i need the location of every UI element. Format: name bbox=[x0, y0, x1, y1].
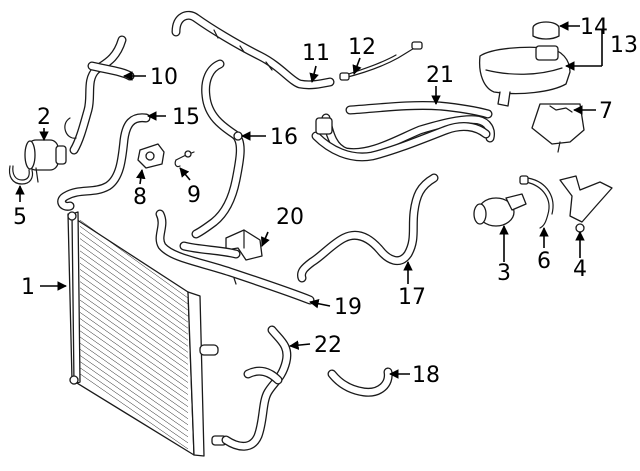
leader-lines bbox=[15, 21, 604, 379]
bypass-hose bbox=[155, 209, 315, 305]
callout-17: 17 bbox=[398, 285, 426, 310]
callout-10: 10 bbox=[150, 65, 178, 90]
temperature-sensor bbox=[174, 150, 195, 168]
callout-12: 12 bbox=[348, 35, 376, 60]
callout-20: 20 bbox=[276, 205, 304, 230]
callout-6: 6 bbox=[537, 249, 551, 274]
callout-7: 7 bbox=[599, 99, 613, 124]
heater-hose-upper bbox=[171, 10, 335, 90]
bracket-clip bbox=[8, 165, 34, 185]
lower-hose-assembly bbox=[297, 173, 439, 283]
heater-hose-middle bbox=[191, 59, 245, 239]
callout-21: 21 bbox=[426, 63, 454, 88]
radiator-inlet-hose bbox=[57, 113, 151, 211]
lower-radiator-hose bbox=[221, 325, 292, 451]
heat-shield bbox=[531, 103, 585, 153]
auxiliary-water-pump bbox=[473, 193, 527, 227]
callout-19: 19 bbox=[334, 295, 362, 320]
reservoir-cap bbox=[532, 21, 560, 40]
callout-2: 2 bbox=[37, 105, 51, 130]
callout-11: 11 bbox=[302, 41, 330, 66]
callout-4: 4 bbox=[573, 257, 587, 282]
callout-1: 1 bbox=[21, 275, 35, 300]
callout-labels: 1 2 3 4 5 6 7 8 9 10 11 12 13 14 15 16 1… bbox=[13, 15, 638, 388]
callout-14: 14 bbox=[580, 15, 608, 40]
sensor-bracket bbox=[137, 143, 165, 169]
callout-9: 9 bbox=[187, 183, 201, 208]
callout-8: 8 bbox=[133, 185, 147, 210]
callout-15: 15 bbox=[172, 105, 200, 130]
callout-16: 16 bbox=[270, 125, 298, 150]
coolant-reservoir bbox=[478, 45, 571, 107]
callout-18: 18 bbox=[412, 363, 440, 388]
electric-pump-left bbox=[24, 139, 67, 183]
callout-3: 3 bbox=[497, 261, 511, 286]
callout-5: 5 bbox=[13, 205, 27, 230]
callout-13: 13 bbox=[610, 33, 638, 58]
radiator bbox=[67, 211, 227, 457]
mounting-bracket bbox=[559, 175, 613, 233]
coolant-pipe-assembly bbox=[311, 100, 495, 162]
short-coolant-hose bbox=[327, 367, 393, 397]
hose-clamp bbox=[519, 175, 554, 229]
callout-22: 22 bbox=[314, 333, 342, 358]
upper-radiator-hose bbox=[64, 35, 135, 155]
